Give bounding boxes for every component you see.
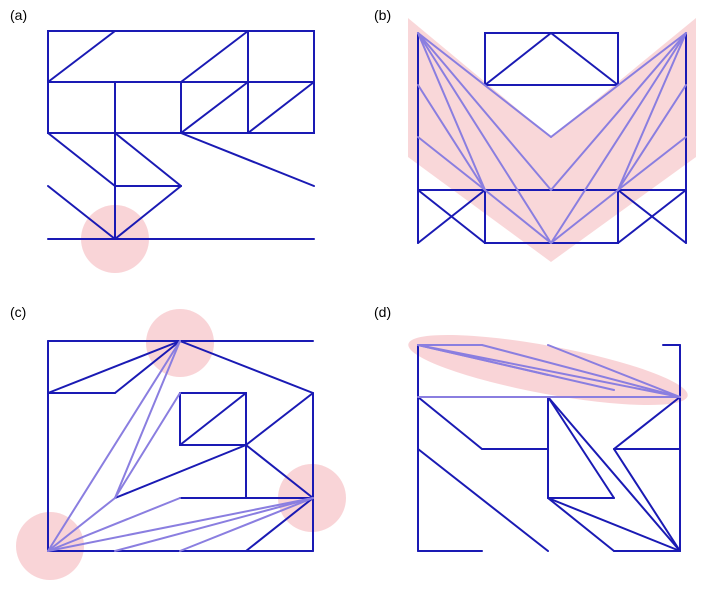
panel-b-fan-edge xyxy=(484,189,552,244)
panel-a-edges xyxy=(47,30,315,240)
panel-b-highlight-region xyxy=(408,18,696,262)
panel-d-fan-edge xyxy=(481,344,681,398)
panel-c-edges xyxy=(47,340,314,552)
panel-a-label: (a) xyxy=(10,7,27,23)
panel-c: (c) xyxy=(10,304,346,580)
panel-d-edge xyxy=(547,497,615,552)
panel-b-label: (b) xyxy=(374,7,391,23)
panel-b-fan-edge xyxy=(550,32,687,191)
panel-d-edge xyxy=(613,448,681,552)
panel-b-fan-edge xyxy=(417,32,552,244)
panel-c-fan-edge xyxy=(47,497,181,552)
panel-c-edge xyxy=(114,444,247,499)
panel-d-edges xyxy=(417,344,681,552)
panel-c-fan-edge xyxy=(47,340,181,552)
panel-d-fan-edge xyxy=(547,344,681,398)
panel-d-highlight-edges xyxy=(417,344,681,398)
panel-d-edge xyxy=(547,497,681,552)
panel-b-top-box xyxy=(484,32,619,86)
panel-d-edge xyxy=(417,396,483,450)
panel-c-label: (c) xyxy=(10,304,26,320)
panel-c-edge xyxy=(179,392,247,446)
panel-b-edge xyxy=(484,32,552,86)
panel-c-highlight-edges xyxy=(47,340,314,552)
panel-c-fan-edge xyxy=(179,497,314,552)
panel-b-edge xyxy=(550,32,619,86)
panel-d-edge xyxy=(613,396,681,450)
panel-b-edges xyxy=(417,32,687,244)
panel-b-highlight-edges xyxy=(417,32,687,244)
panel-a-edge xyxy=(114,132,182,187)
panel-d-fan-edge xyxy=(417,344,549,376)
panel-b-fan-edge xyxy=(617,84,687,191)
panel-d-edge xyxy=(547,396,615,499)
panel-a-edge xyxy=(180,81,249,134)
panel-c-fan-edge xyxy=(114,497,314,552)
panel-b-fan-edge xyxy=(550,32,687,244)
panel-c-edge xyxy=(114,340,181,394)
panel-b: (b) xyxy=(374,7,696,262)
panel-b-fan-edge xyxy=(550,189,619,244)
panel-a: (a) xyxy=(10,7,315,273)
panel-b-fan-edge xyxy=(417,84,486,191)
panel-b-edge xyxy=(617,189,687,244)
panel-c-fan-edge xyxy=(47,497,116,552)
panel-c-edge xyxy=(245,497,314,552)
panel-a-edge xyxy=(47,30,116,83)
panel-a-edge xyxy=(47,185,116,240)
panel-d-fan-edge xyxy=(417,344,681,398)
panel-b-fan-edge xyxy=(550,32,687,138)
panel-c-fan-edge xyxy=(114,340,181,499)
panel-a-edge xyxy=(180,132,315,187)
panel-d-edge xyxy=(417,448,549,552)
panel-c-edge xyxy=(245,444,314,499)
panel-d-edge xyxy=(547,396,681,552)
panel-b-edge xyxy=(417,189,486,244)
panel-a-edge xyxy=(47,132,116,187)
panel-b-fan-edge xyxy=(417,32,552,138)
panel-b-fan-edge xyxy=(417,32,486,191)
panel-c-fan-edge xyxy=(47,497,314,552)
panel-b-fan-edge xyxy=(617,136,687,191)
panel-c-inner-box xyxy=(179,392,247,446)
panel-b-fan-edge xyxy=(417,136,486,191)
panel-c-edge xyxy=(179,340,314,394)
panel-a-edge xyxy=(114,185,182,240)
panel-c-edge xyxy=(47,340,181,394)
panel-a-edge xyxy=(247,81,315,134)
panel-b-fan-edge xyxy=(617,32,687,191)
panel-c-edge xyxy=(245,392,314,446)
panel-d-label: (d) xyxy=(374,304,391,320)
panel-b-fan-edge xyxy=(417,32,552,191)
panel-c-fan-edge xyxy=(114,392,181,499)
panel-a-edge xyxy=(180,30,249,83)
panel-d: (d) xyxy=(374,304,688,552)
